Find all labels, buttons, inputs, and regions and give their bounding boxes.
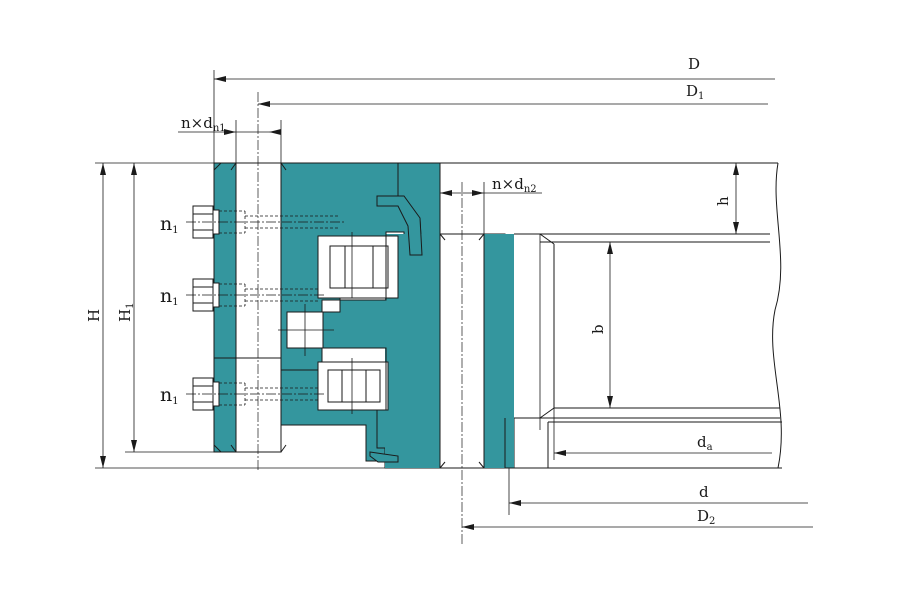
- ring-chamfer: [213, 162, 222, 171]
- label-n-dn2: n×dn2: [492, 175, 537, 195]
- dimensions: [95, 70, 813, 530]
- ring-gap: [322, 347, 387, 410]
- mounting-structure: [398, 162, 782, 469]
- label-n1-top: n1: [160, 213, 179, 236]
- label-h: h: [714, 196, 732, 206]
- bolt-3: [186, 377, 325, 411]
- dim-arrow: [269, 129, 281, 135]
- bore-chamfer: [280, 444, 287, 453]
- dim-arrow: [733, 222, 739, 234]
- lower-roller: [327, 369, 381, 403]
- dim-arrow: [607, 242, 613, 254]
- dim-arrow: [131, 163, 137, 175]
- inner-ring-flange: [484, 234, 514, 468]
- break-line: [772, 162, 782, 469]
- dim-arrow: [100, 456, 106, 468]
- label-n-dn1: n×dn1: [181, 114, 226, 134]
- dim-arrow: [131, 440, 137, 452]
- ring-gap: [340, 232, 387, 301]
- outer-bolt-bore: [235, 162, 282, 453]
- bore-chamfer: [439, 461, 446, 469]
- upper-roller: [329, 245, 389, 289]
- dim-arrow: [472, 190, 484, 196]
- label-D1: D1: [686, 82, 704, 102]
- bore-chamfer: [280, 162, 287, 171]
- dim-arrow: [224, 129, 236, 135]
- bottom-seal: [369, 451, 399, 463]
- dim-arrow: [509, 500, 521, 506]
- label-D: D: [688, 55, 700, 73]
- bore-chamfer: [478, 461, 485, 469]
- raceways: [278, 163, 411, 414]
- dim-arrow: [214, 76, 226, 82]
- dim-arrow: [462, 524, 474, 530]
- tube-chamfer: [539, 407, 555, 419]
- label-da: da: [697, 433, 713, 453]
- dim-arrow: [607, 396, 613, 408]
- bolt-2: [186, 278, 325, 312]
- dim-arrow: [733, 163, 739, 175]
- label-d: d: [699, 483, 709, 501]
- label-b: b: [589, 324, 607, 334]
- bore-chamfer: [230, 444, 237, 453]
- seals: [369, 195, 423, 463]
- top-seal: [376, 195, 423, 256]
- dim-arrow: [258, 101, 270, 107]
- dim-arrow: [440, 190, 452, 196]
- label-H: H: [85, 309, 103, 322]
- label-n1-bottom: n1: [160, 384, 179, 407]
- labels: D D1 n×dn1 n×dn2 h H H1 n1 n1 n1 b da d …: [85, 55, 732, 527]
- bore-chamfer: [478, 233, 485, 241]
- tube-chamfer: [539, 233, 555, 245]
- bore-chamfer: [439, 233, 446, 241]
- bore-chamfer: [230, 162, 237, 171]
- ring-chamfer: [213, 444, 222, 453]
- bolt-1: [186, 205, 345, 239]
- dim-arrow: [554, 450, 566, 456]
- dim-arrow: [100, 163, 106, 175]
- label-n1-middle: n1: [160, 285, 179, 308]
- label-D2: D2: [697, 507, 715, 527]
- label-H1: H1: [116, 303, 136, 322]
